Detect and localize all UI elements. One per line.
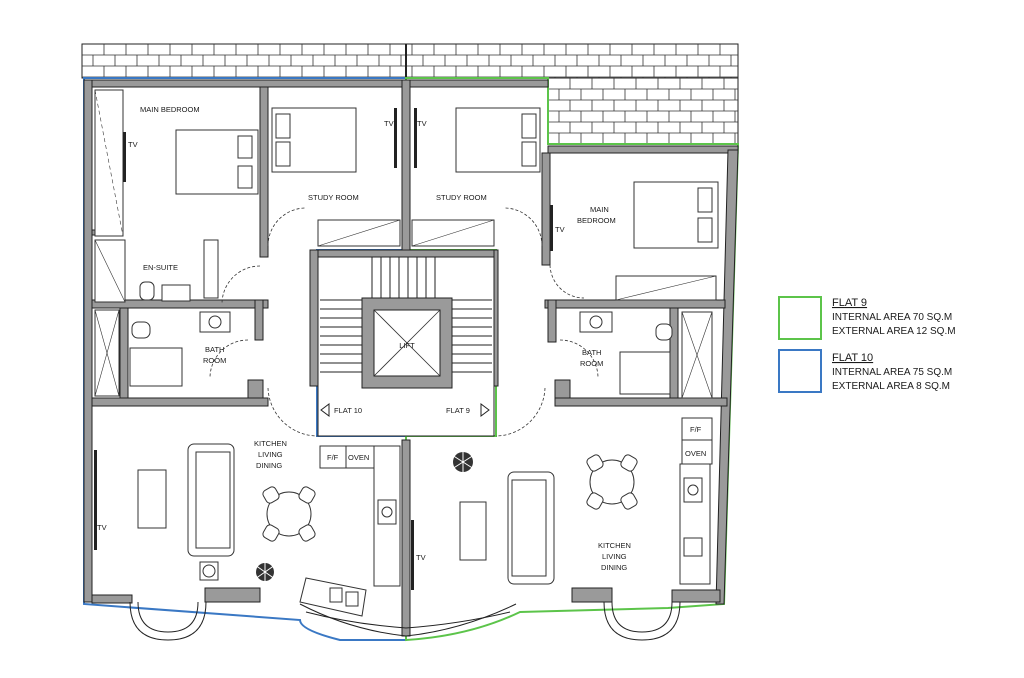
hall-door-right xyxy=(495,387,546,437)
legend-swatch-flat9 xyxy=(778,296,822,340)
tv-label: TV xyxy=(128,140,138,149)
legend-flat9-title: FLAT 9 xyxy=(832,297,867,309)
lift-label: LIFT xyxy=(399,341,415,350)
kitchen-label: KITCHEN xyxy=(598,541,631,550)
study-room-label: STUDY ROOM xyxy=(308,193,359,202)
study-room-label: STUDY ROOM xyxy=(436,193,487,202)
tv-label: TV xyxy=(416,553,426,562)
brick-pattern-right xyxy=(548,78,738,144)
legend-swatch-flat10 xyxy=(778,349,822,393)
room-kitchen-living-left: TV F/F OVEN KITCHEN LIVING DINING xyxy=(94,439,401,617)
room-study-right: TV STUDY ROOM xyxy=(411,107,543,247)
stair-treads xyxy=(320,257,492,373)
dining-label: DINING xyxy=(601,563,627,572)
bathroom-label-line1: BATH xyxy=(582,348,601,357)
living-label: LIVING xyxy=(602,552,627,561)
bathroom-label-line1: BATH xyxy=(205,345,224,354)
fridge-freezer-label: F/F xyxy=(327,453,339,462)
stair-core: LIFT FLAT 10 FLAT 9 xyxy=(317,249,495,437)
tv-label: TV xyxy=(417,119,427,128)
room-bathroom-left: BATH ROOM xyxy=(94,309,249,397)
legend-flat10-external: EXTERNAL AREA 8 SQ.M xyxy=(832,381,950,392)
living-label: LIVING xyxy=(258,450,283,459)
oven-label: OVEN xyxy=(685,449,706,458)
flat10-direction-label: FLAT 10 xyxy=(334,406,362,415)
legend-flat10-internal: INTERNAL AREA 75 SQ.M xyxy=(832,367,952,378)
flat9-direction-label: FLAT 9 xyxy=(446,406,470,415)
hall-door-bed-left xyxy=(221,265,261,305)
room-kitchen-living-right: TV F/F OVEN KITCHEN LIVING DINING xyxy=(411,417,713,590)
main-bedroom-label-line2: BEDROOM xyxy=(577,216,616,225)
tv-label: TV xyxy=(97,523,107,532)
oven-label: OVEN xyxy=(348,453,369,462)
legend-flat10-title: FLAT 10 xyxy=(832,352,873,364)
tv-label: TV xyxy=(555,225,565,234)
legend-flat9-external: EXTERNAL AREA 12 SQ.M xyxy=(832,326,956,337)
outer-walls xyxy=(83,79,739,637)
room-study-left: TV STUDY ROOM xyxy=(267,107,401,247)
room-main-bedroom-right: TV MAIN BEDROOM xyxy=(549,181,719,301)
tv-label: TV xyxy=(384,119,394,128)
main-bedroom-label-line1: MAIN xyxy=(590,205,609,214)
ensuite-label: EN-SUITE xyxy=(143,263,178,272)
bay-windows xyxy=(129,601,681,641)
terrace-top xyxy=(81,43,739,145)
dining-label: DINING xyxy=(256,461,282,470)
main-bedroom-label: MAIN BEDROOM xyxy=(140,105,200,114)
bathroom-label-line2: ROOM xyxy=(580,359,603,368)
fridge-freezer-label: F/F xyxy=(690,425,702,434)
plant-icon xyxy=(451,450,475,474)
legend: FLAT 9 INTERNAL AREA 70 SQ.M EXTERNAL AR… xyxy=(778,296,956,393)
room-ensuite: EN-SUITE xyxy=(94,239,219,303)
plant-icon xyxy=(254,561,276,583)
room-bathroom-right: BATH ROOM xyxy=(559,311,713,399)
legend-flat9-internal: INTERNAL AREA 70 SQ.M xyxy=(832,312,952,323)
hall-door-left xyxy=(267,387,319,437)
kitchen-label: KITCHEN xyxy=(254,439,287,448)
room-main-bedroom-left: TV MAIN BEDROOM xyxy=(94,89,259,237)
